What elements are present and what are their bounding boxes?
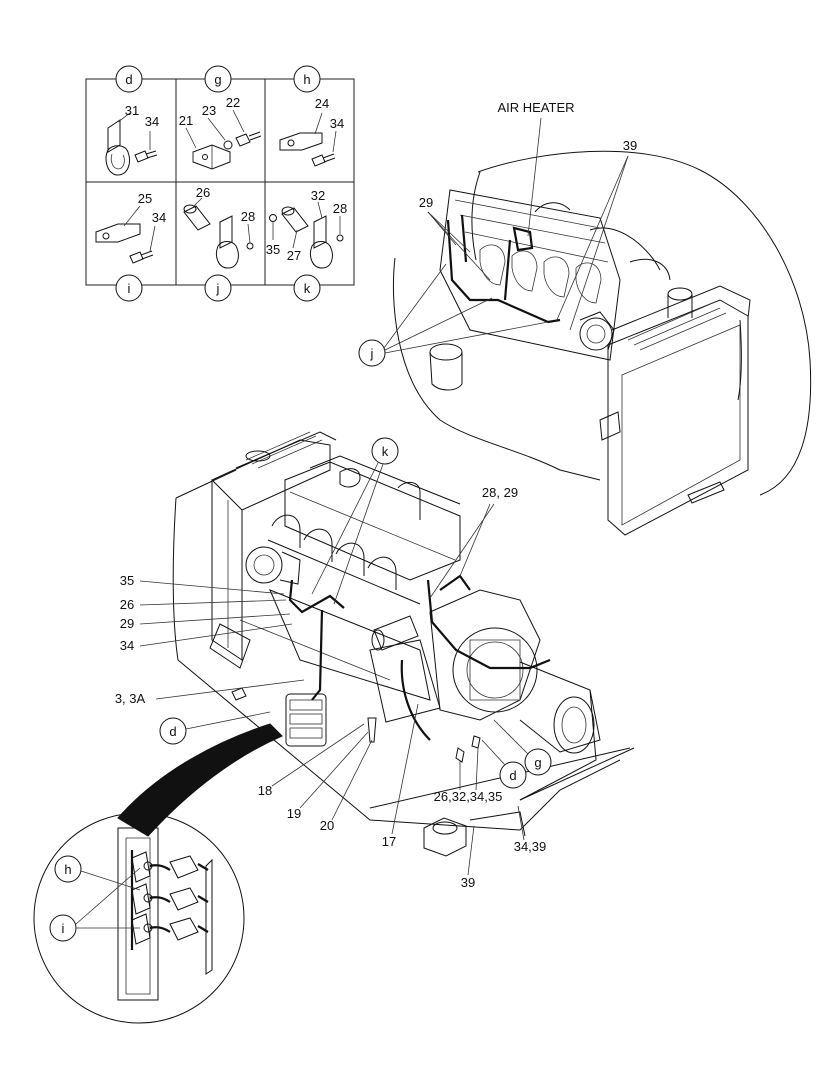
lower-terminal-block — [285, 693, 327, 747]
svg-text:34: 34 — [145, 114, 159, 129]
callout-39-lower: 39 — [461, 875, 475, 890]
upper-radiator — [599, 285, 751, 536]
cell-h-bracket: 24 34 — [279, 96, 344, 167]
callout-3-3a: 3, 3A — [115, 691, 146, 706]
svg-text:23: 23 — [202, 103, 216, 118]
svg-text:k: k — [382, 444, 389, 459]
callout-34-lower: 34 — [120, 638, 134, 653]
svg-text:34: 34 — [330, 116, 344, 131]
detail-grid: d g h i j k — [85, 65, 355, 302]
lower-radiator — [209, 431, 337, 669]
svg-text:21: 21 — [179, 113, 193, 128]
grid-header-h: h — [293, 65, 321, 93]
svg-text:22: 22 — [226, 95, 240, 110]
callout-h-inset: h — [54, 855, 141, 891]
callout-d-lower-left: d — [159, 711, 271, 745]
cell-j-spacer-clip: 26 28 — [183, 185, 255, 269]
cell-k-spacer-clip: 32 28 35 27 — [266, 188, 347, 269]
svg-text:34: 34 — [152, 210, 166, 225]
callout-19: 19 — [287, 806, 301, 821]
grid-footer-j: j — [204, 274, 232, 302]
svg-text:28: 28 — [241, 209, 255, 224]
inset-connectors — [130, 850, 209, 950]
cell-g-bracket: 23 22 21 — [179, 95, 262, 170]
callout-29-lower: 29 — [120, 616, 134, 631]
grid-footer-i: i — [115, 274, 143, 302]
svg-text:32: 32 — [311, 188, 325, 203]
inset-terminals — [131, 851, 153, 945]
svg-text:d: d — [169, 724, 176, 739]
callout-20: 20 — [320, 818, 334, 833]
upper-engine-view: AIR HEATER 39 29 j — [358, 100, 812, 536]
svg-text:d: d — [125, 72, 132, 87]
magnifier-wedge — [117, 723, 283, 837]
cell-d-clip-bolt: 31 34 — [105, 103, 159, 176]
lower-wiring-harness — [288, 574, 635, 837]
svg-text:g: g — [214, 72, 221, 87]
callout-28-29: 28, 29 — [482, 485, 518, 500]
callout-i-inset: i — [49, 867, 141, 942]
svg-text:i: i — [62, 921, 65, 936]
lower-engine-head — [284, 455, 461, 581]
callout-26-32-34-35: 26,32,34,35 — [434, 789, 503, 804]
lower-engine-view: k 28, 29 35 26 29 34 3, 3A d 18 19 20 17… — [115, 431, 635, 890]
grid-footer-k: k — [293, 274, 321, 302]
svg-text:28: 28 — [333, 201, 347, 216]
callout-26-lower: 26 — [120, 597, 134, 612]
grid-header-g: g — [204, 65, 232, 93]
upper-alternator — [579, 311, 615, 351]
upper-filter-canister — [429, 343, 463, 391]
grid-header-d: d — [115, 65, 143, 93]
svg-text:h: h — [64, 862, 71, 877]
lower-starter — [371, 615, 419, 651]
inset-detail: h i — [33, 812, 245, 1024]
callout-35-lower: 35 — [120, 573, 134, 588]
callout-d-lower-right: d — [481, 739, 527, 789]
lower-alternator — [245, 546, 301, 585]
air-heater-label: AIR HEATER — [497, 100, 574, 115]
callout-j-upper: j — [358, 263, 549, 367]
svg-text:35: 35 — [266, 242, 280, 257]
svg-text:g: g — [534, 755, 541, 770]
cell-i-bracket: 25 34 — [95, 191, 166, 264]
callout-18: 18 — [258, 783, 272, 798]
svg-text:31: 31 — [125, 103, 139, 118]
svg-text:j: j — [216, 281, 220, 296]
svg-text:i: i — [128, 281, 131, 296]
svg-text:h: h — [303, 72, 310, 87]
svg-text:26: 26 — [196, 185, 210, 200]
lower-fuel-pump — [423, 817, 467, 857]
callout-39-upper: 39 — [623, 138, 637, 153]
callout-17: 17 — [382, 834, 396, 849]
callout-k-lower: k — [311, 437, 399, 605]
svg-text:k: k — [304, 281, 311, 296]
callout-g-lower: g — [493, 719, 552, 776]
upper-exhaust-ports — [479, 244, 602, 304]
svg-text:j: j — [370, 346, 374, 361]
callout-34-39: 34,39 — [514, 839, 547, 854]
svg-text:d: d — [509, 768, 516, 783]
lower-generator — [369, 589, 601, 754]
callout-29-upper: 29 — [419, 195, 433, 210]
svg-text:25: 25 — [138, 191, 152, 206]
upper-wiring-harness — [446, 214, 561, 324]
svg-text:27: 27 — [287, 248, 301, 263]
svg-text:24: 24 — [315, 96, 329, 111]
